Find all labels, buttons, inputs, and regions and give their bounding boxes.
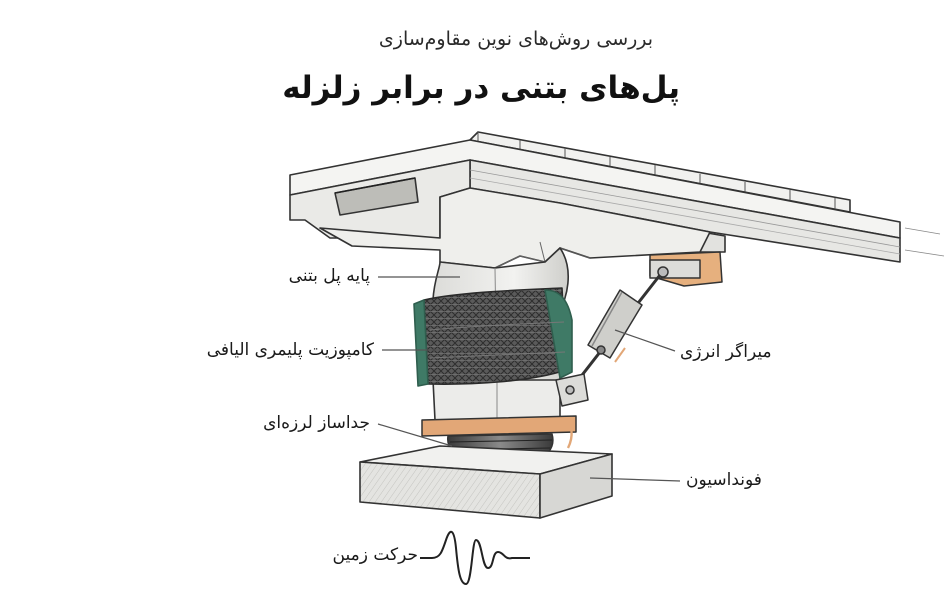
pier-cap (319, 187, 711, 269)
bridge-deck (289, 131, 945, 263)
energy-damper (555, 251, 723, 449)
label-ground-motion: حرکت زمین (332, 545, 418, 565)
page-subtitle: بررسی روش‌های نوین مقاوم‌سازی (378, 28, 654, 50)
page-title: پل‌های بتنی در برابر زلزله (282, 70, 680, 106)
foundation-block (359, 445, 613, 519)
frp-jacket (413, 287, 573, 387)
ground-motion-wave (420, 530, 530, 586)
label-energy-damper: میراگر انرژی (680, 342, 772, 362)
label-seismic-isolator: جداساز لرزه‌ای (263, 413, 370, 433)
label-frp-composite: کامپوزیت پلیمری الیافی (206, 340, 374, 360)
label-foundation: فونداسیون (686, 470, 762, 490)
leader-lines (377, 276, 681, 482)
label-concrete-pier: پایه پل بتنی (288, 266, 370, 286)
